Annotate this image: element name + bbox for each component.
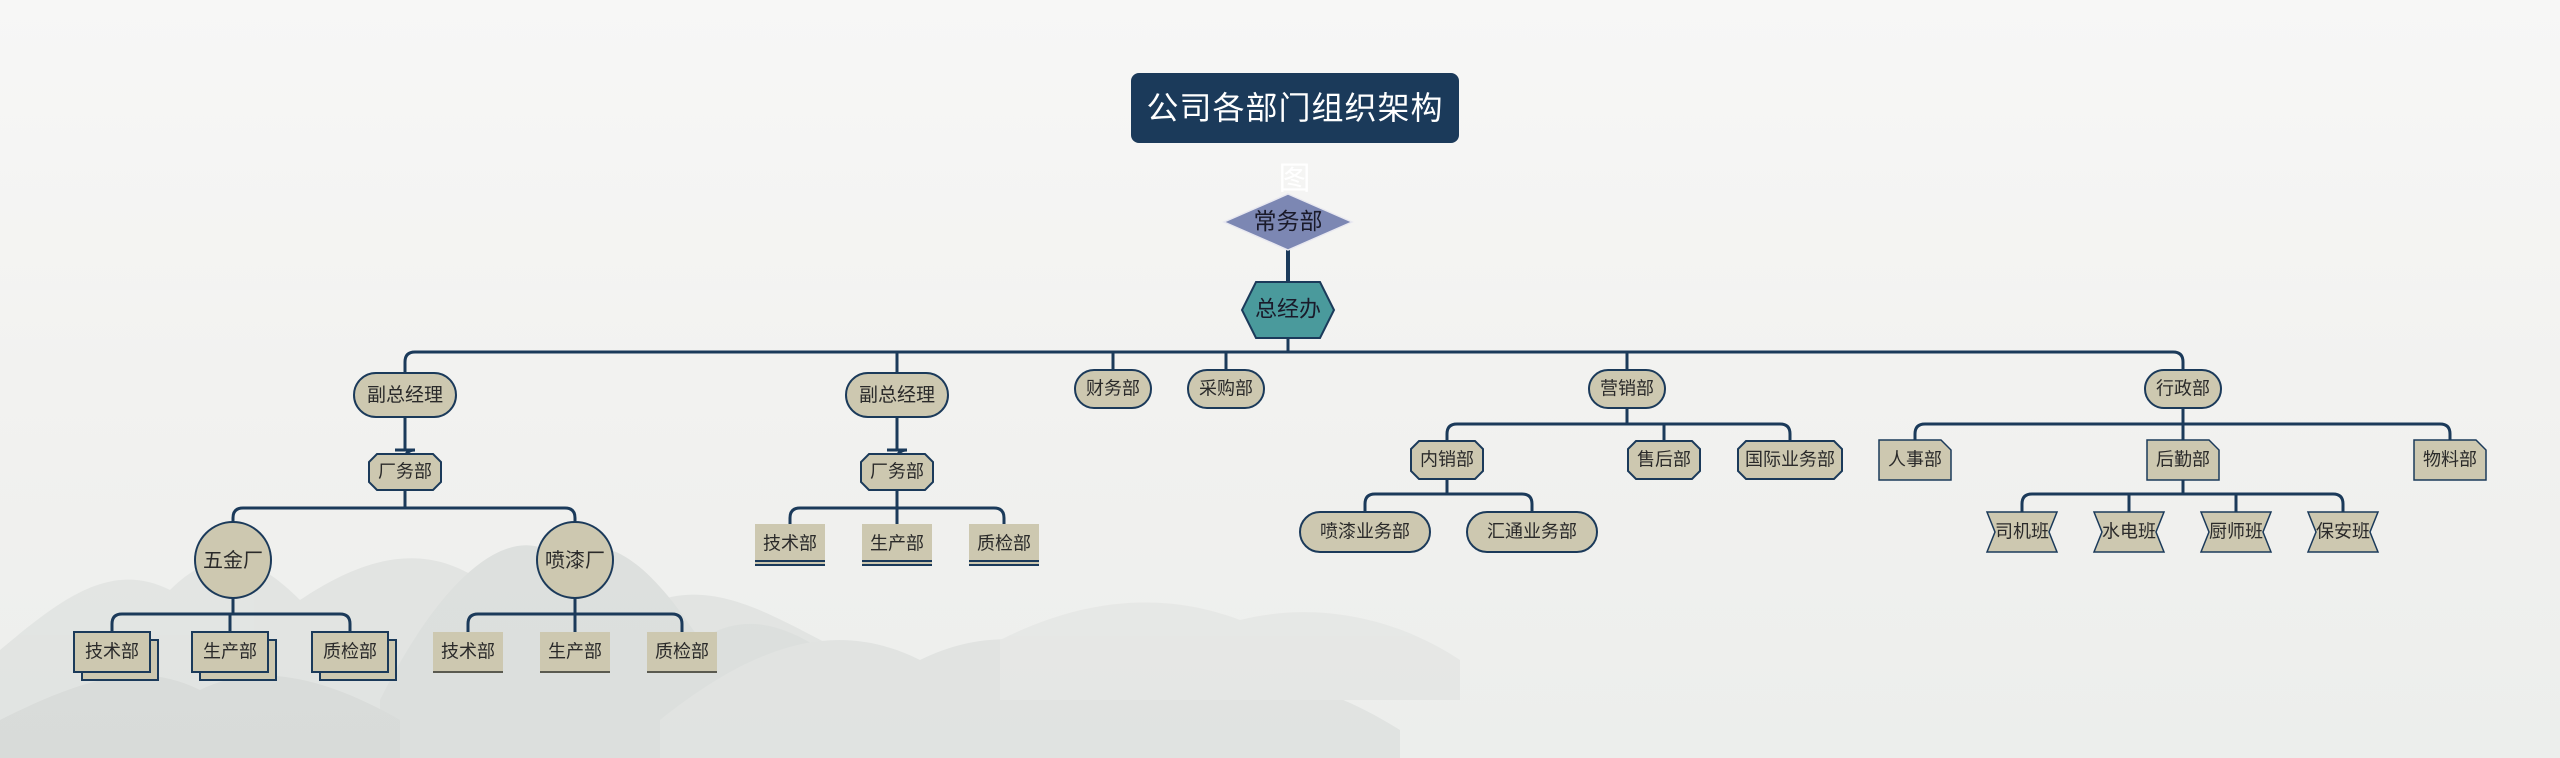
node-wj-shengchanbu: 生产部 — [191, 631, 277, 681]
node-vp1: 副总经理 — [353, 372, 457, 418]
node-label: 质检部 — [655, 642, 709, 663]
node-label: 技术部 — [441, 642, 495, 663]
node-label: 技术部 — [763, 534, 817, 555]
node-label: 质检部 — [977, 534, 1031, 555]
node-shuidianban: 水电班 — [2092, 511, 2166, 553]
node-caigoubu: 采购部 — [1187, 369, 1265, 409]
node-vp2-jishubu: 技术部 — [755, 524, 825, 566]
node-label: 厂务部 — [870, 462, 924, 483]
node-penqiyewubu: 喷漆业务部 — [1299, 511, 1431, 553]
node-label: 人事部 — [1888, 450, 1942, 471]
node-label: 财务部 — [1086, 379, 1140, 400]
node-wuliaobu: 物料部 — [2413, 439, 2487, 481]
connectors — [110, 250, 2452, 632]
node-label: 行政部 — [2156, 379, 2210, 400]
node-label: 五金厂 — [203, 548, 263, 572]
node-baoanban: 保安班 — [2306, 511, 2380, 553]
node-wj-jishubu: 技术部 — [73, 631, 159, 681]
mountain-background — [0, 545, 1460, 758]
node-penqichang: 喷漆厂 — [536, 521, 614, 599]
node-label: 汇通业务部 — [1487, 522, 1577, 543]
node-label: 厨师班 — [2209, 522, 2263, 543]
node-label: 副总经理 — [859, 384, 935, 406]
node-huitongyewubu: 汇通业务部 — [1466, 511, 1598, 553]
node-label: 营销部 — [1600, 379, 1654, 400]
node-xingzhengbu: 行政部 — [2144, 369, 2222, 409]
node-label: 售后部 — [1637, 450, 1691, 471]
node-vp2-shengchanbu: 生产部 — [862, 524, 932, 566]
node-vp1-changwubu: 厂务部 — [368, 453, 442, 491]
node-label: 技术部 — [85, 642, 139, 663]
node-wujinchang: 五金厂 — [194, 521, 272, 599]
node-houqinbu: 后勤部 — [2146, 439, 2220, 481]
node-guojiyewubu: 国际业务部 — [1737, 440, 1843, 480]
node-label: 生产部 — [203, 642, 257, 663]
node-label: 副总经理 — [367, 384, 443, 406]
node-label: 采购部 — [1199, 379, 1253, 400]
node-changwubu: 常务部 — [1222, 193, 1354, 251]
node-vp2: 副总经理 — [845, 372, 949, 418]
node-vp2-changwubu: 厂务部 — [860, 453, 934, 491]
node-pq-shengchanbu: 生产部 — [540, 632, 610, 673]
node-neixiaobu: 内销部 — [1410, 440, 1484, 480]
node-sijiban: 司机班 — [1985, 511, 2059, 553]
node-label: 司机班 — [1995, 522, 2049, 543]
node-label: 水电班 — [2102, 522, 2156, 543]
node-label: 喷漆厂 — [545, 548, 605, 572]
node-vp2-zhijianbu: 质检部 — [969, 524, 1039, 566]
node-pq-zhijianbu: 质检部 — [647, 632, 717, 673]
node-label: 质检部 — [323, 642, 377, 663]
node-label: 厂务部 — [378, 462, 432, 483]
node-label: 常务部 — [1254, 209, 1323, 235]
node-shouhoubu: 售后部 — [1627, 440, 1701, 480]
node-wj-zhijianbu: 质检部 — [311, 631, 397, 681]
node-label: 总经办 — [1255, 298, 1321, 323]
node-label: 喷漆业务部 — [1320, 522, 1410, 543]
node-renshibu: 人事部 — [1878, 439, 1952, 481]
node-yingxiaobu: 营销部 — [1588, 369, 1666, 409]
node-caiwubu: 财务部 — [1074, 369, 1152, 409]
node-label: 保安班 — [2316, 522, 2370, 543]
chart-title: 公司各部门组织架构图 — [1131, 73, 1459, 197]
node-chushiban: 厨师班 — [2199, 511, 2273, 553]
node-label: 内销部 — [1420, 450, 1474, 471]
node-label: 后勤部 — [2156, 450, 2210, 471]
node-pq-jishubu: 技术部 — [433, 632, 503, 673]
node-label: 生产部 — [870, 534, 924, 555]
node-label: 国际业务部 — [1745, 450, 1835, 471]
node-label: 生产部 — [548, 642, 602, 663]
nodes: 常务部总经办副总经理副总经理财务部采购部营销部行政部厂务部厂务部五金厂喷漆厂技术… — [73, 193, 2487, 681]
node-label: 物料部 — [2423, 450, 2477, 471]
node-zongjingban: 总经办 — [1240, 281, 1336, 339]
